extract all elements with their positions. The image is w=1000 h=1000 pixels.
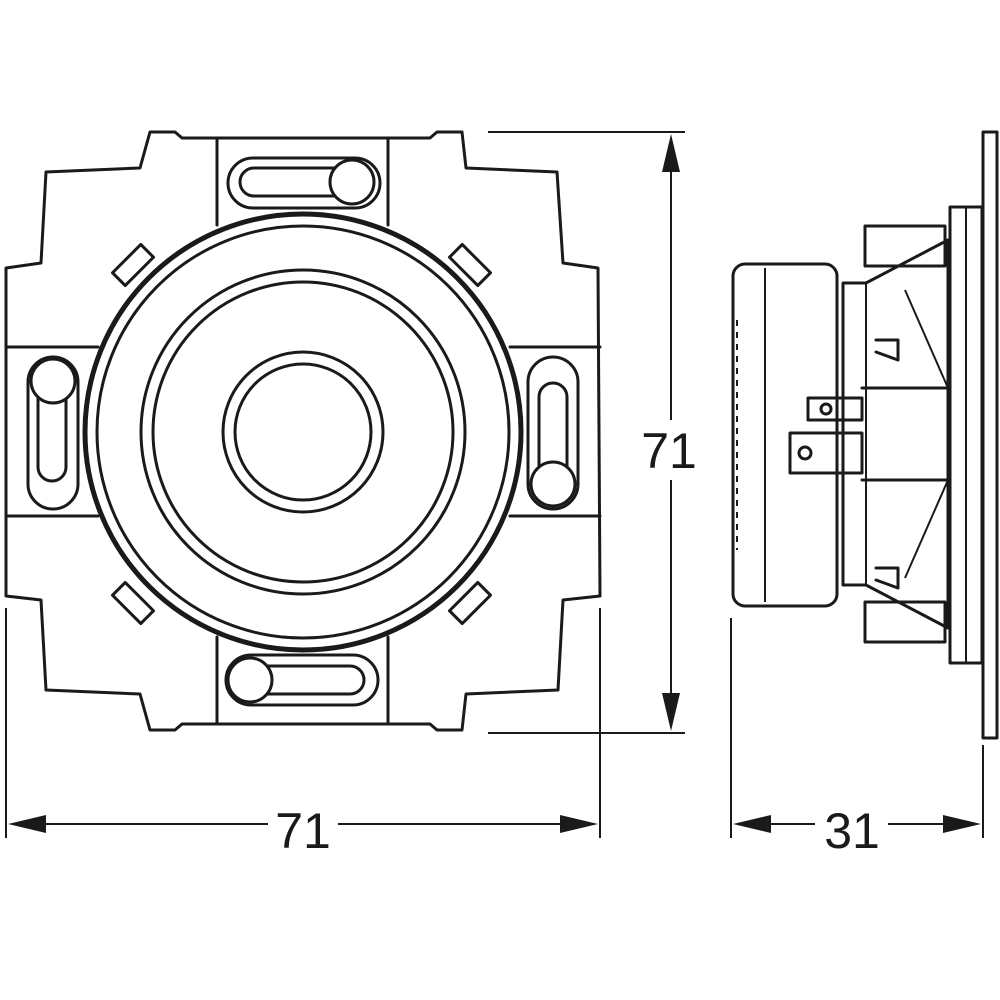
front-view	[4, 130, 602, 732]
outer-ring-inner	[95, 224, 511, 640]
dimension-width-label: 71	[275, 803, 331, 859]
front-plate	[981, 130, 999, 740]
bracket-top	[863, 224, 947, 268]
middle-ring	[139, 268, 467, 596]
dimension-depth: 31	[730, 618, 984, 859]
clip-tab	[110, 580, 156, 626]
dimension-depth-label: 31	[824, 803, 880, 859]
keyhole-slot-bottom	[224, 653, 380, 707]
dimension-height-label: 71	[641, 423, 697, 479]
clip-tab	[447, 242, 493, 288]
keyhole-slot-right	[526, 355, 580, 511]
terminal	[788, 431, 864, 475]
clip-tab	[447, 580, 493, 626]
clip-tab	[110, 242, 156, 288]
side-view	[731, 130, 999, 740]
center-knob	[221, 350, 385, 514]
dimension-height: 71	[488, 131, 697, 734]
middle-ring-inner	[151, 280, 455, 584]
outer-ring	[82, 211, 524, 653]
dimension-width: 71	[5, 608, 601, 859]
knob-body	[731, 262, 839, 608]
bracket-bottom	[863, 600, 947, 644]
terminal	[806, 396, 864, 422]
keyhole-slot-left	[26, 355, 80, 511]
mounting-plate-outline	[4, 130, 602, 732]
keyhole-slot-top	[226, 156, 382, 210]
center-knob-inner	[233, 362, 373, 502]
